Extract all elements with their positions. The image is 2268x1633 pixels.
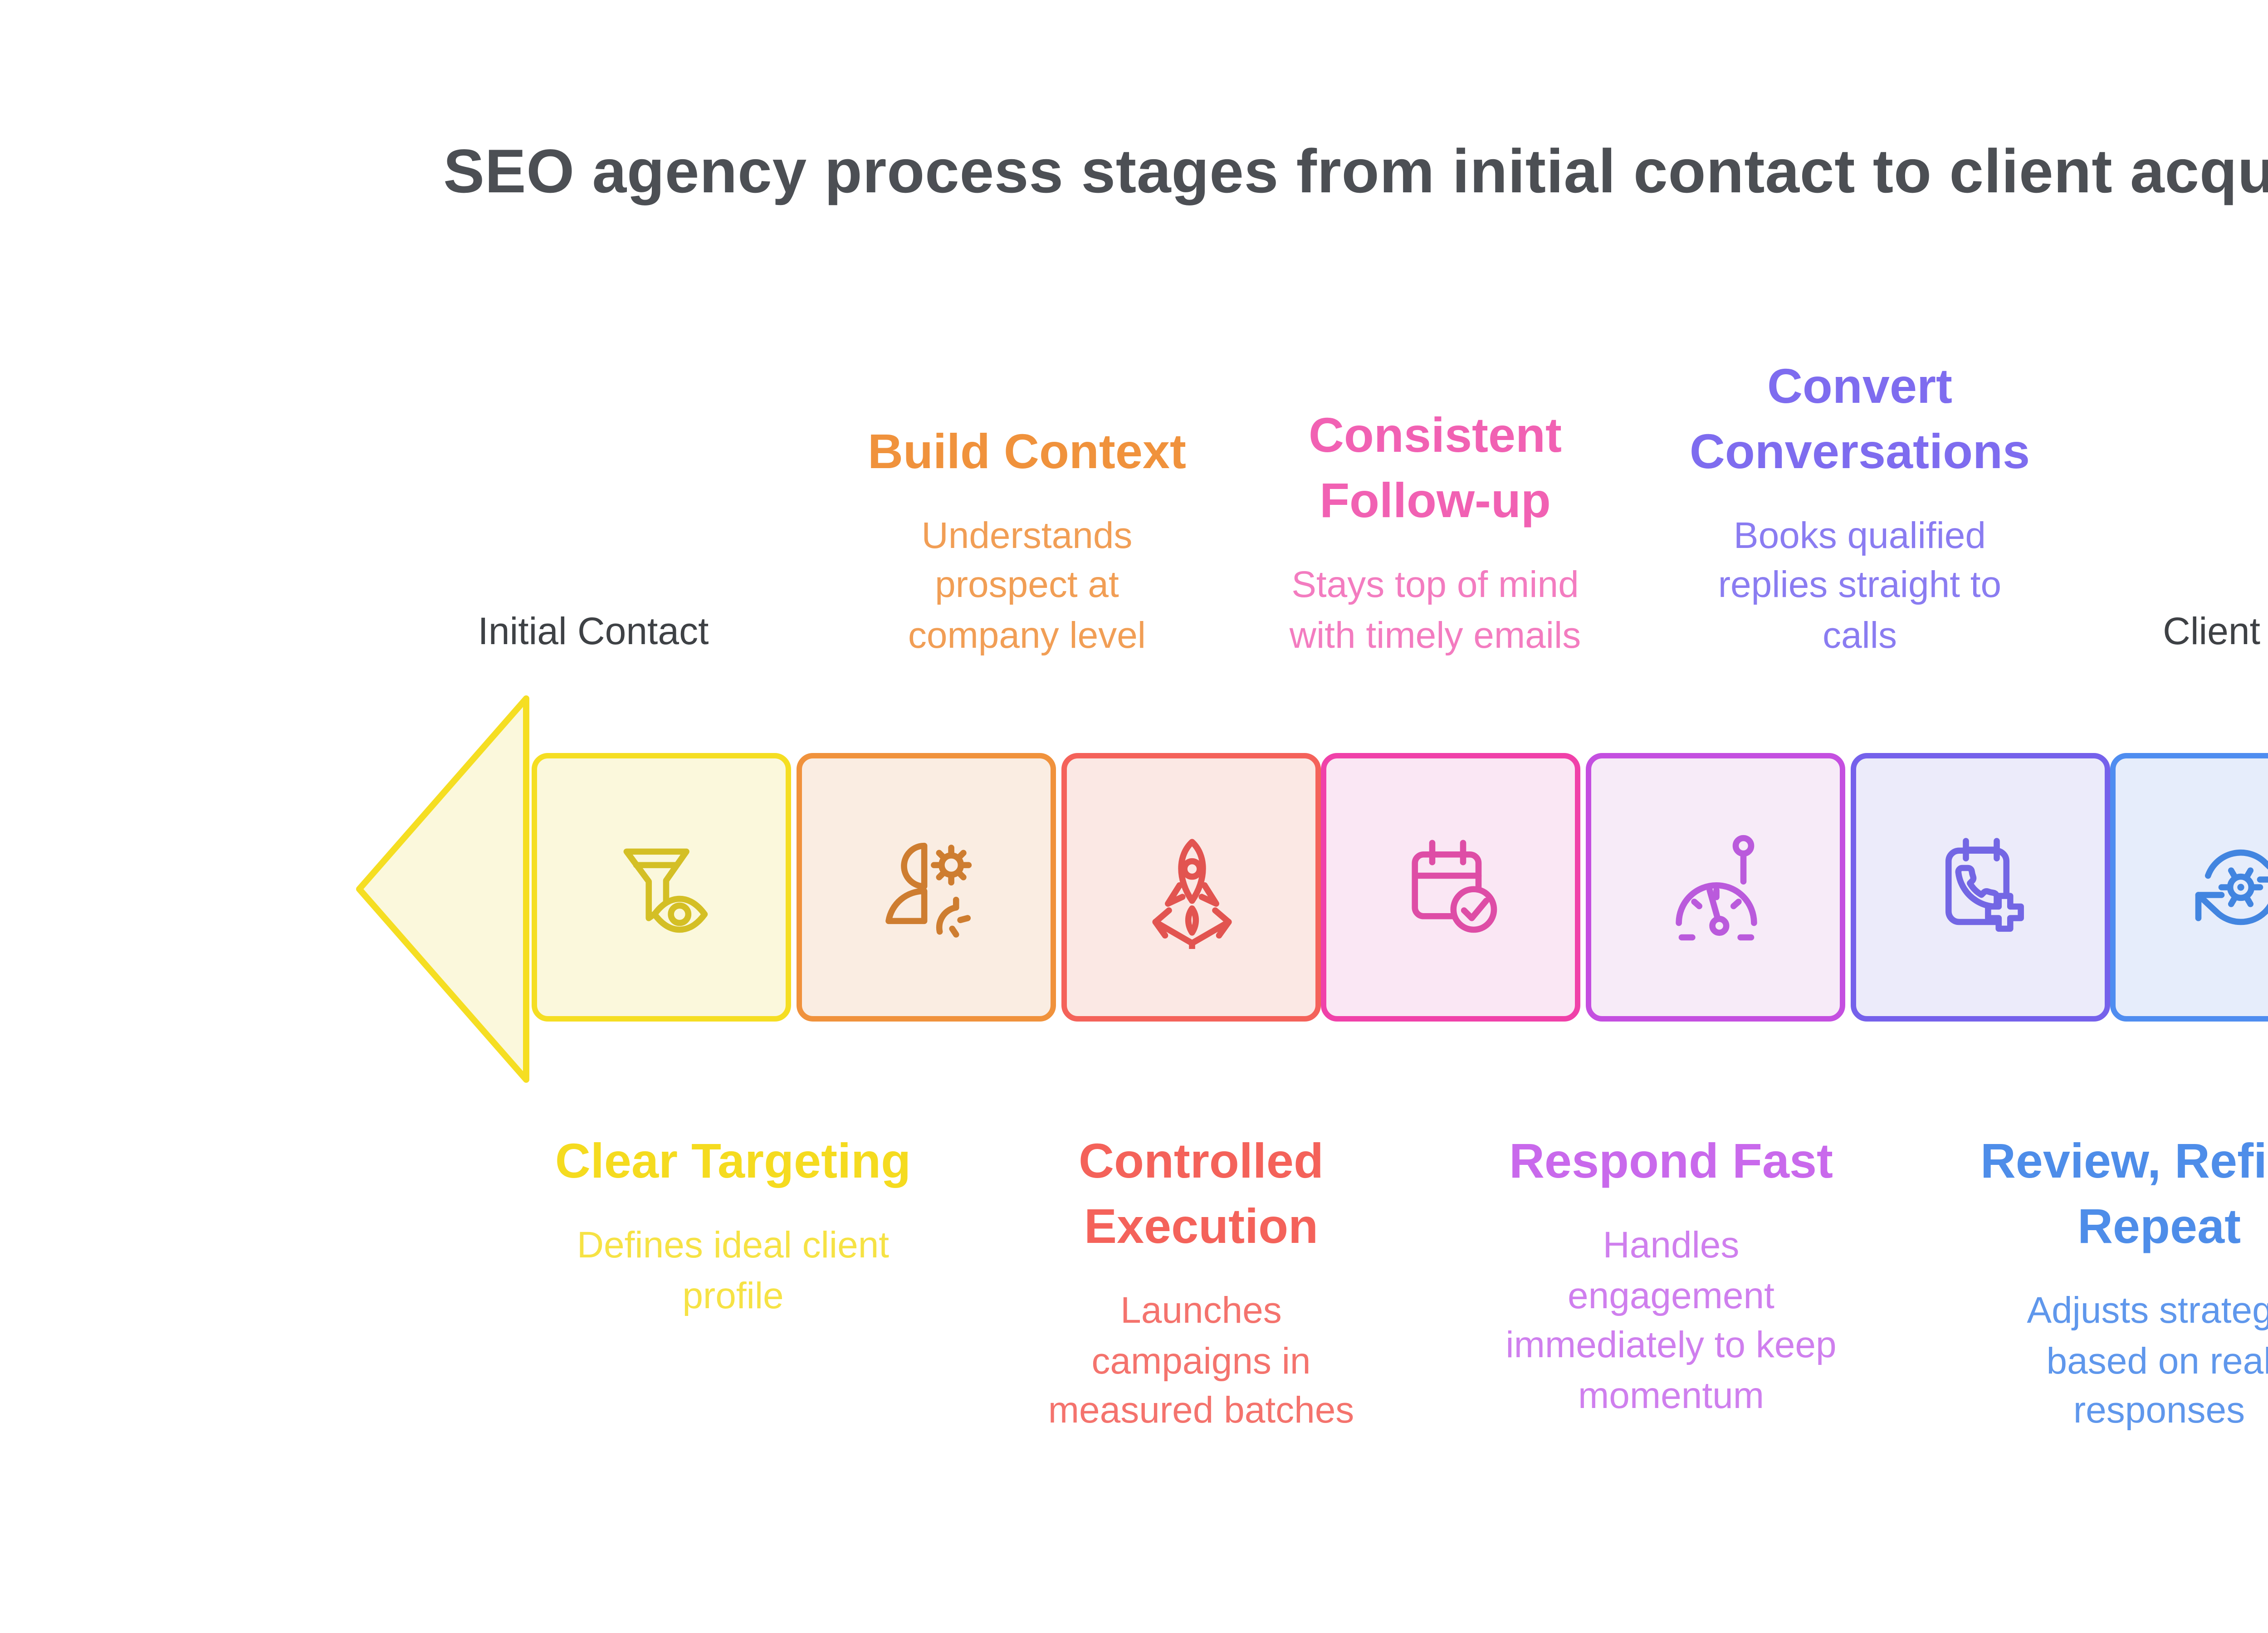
stage-description: Launches campaigns in measured batches bbox=[1048, 1290, 1354, 1432]
stage-box-clear-targeting bbox=[532, 753, 791, 1022]
stage-label-clear-targeting: Clear Targeting Defines ideal client pro… bbox=[524, 1129, 942, 1321]
endpoint-initial-contact-label: Initial Contact bbox=[478, 611, 709, 653]
person-gears-icon bbox=[885, 842, 971, 938]
speedometer-icon bbox=[1675, 835, 1756, 941]
stage-description: Defines ideal client profile bbox=[577, 1225, 890, 1316]
stage-heading: Respond Fast bbox=[1509, 1134, 1833, 1188]
rocket-launch-icon bbox=[1151, 839, 1231, 949]
calendar-check-icon bbox=[1411, 840, 1496, 933]
stage-heading: Consistent Follow-up bbox=[1308, 408, 1562, 528]
stage-label-consistent-follow-up: Consistent Follow-up Stays top of mind w… bbox=[1227, 403, 1644, 660]
funnel-eye-icon bbox=[622, 848, 707, 933]
stage-description: Adjusts strategy based on real responses bbox=[2027, 1290, 2268, 1432]
endpoint-client-acquisition-label: Client Acquisition bbox=[2163, 611, 2268, 653]
stage-label-respond-fast: Respond Fast Handles engagement immediat… bbox=[1462, 1129, 1880, 1421]
stage-box-consistent-follow-up bbox=[1321, 753, 1580, 1022]
stage-box-review-refine-repeat bbox=[2110, 753, 2268, 1022]
stage-heading: Controlled Execution bbox=[1079, 1134, 1324, 1254]
stage-label-convert-conversations: Convert Conversations Books qualified re… bbox=[1651, 353, 2068, 660]
stage-heading: Review, Refine, Repeat bbox=[1980, 1134, 2268, 1254]
refresh-gear-icon bbox=[2194, 849, 2268, 925]
phone-add-icon bbox=[1944, 838, 2023, 932]
stage-description: Understands prospect at company level bbox=[908, 514, 1146, 656]
stage-heading: Convert Conversations bbox=[1689, 358, 2030, 478]
stage-label-build-context: Build Context Understands prospect at co… bbox=[818, 418, 1236, 660]
stage-description: Handles engagement immediately to keep m… bbox=[1505, 1225, 1837, 1416]
stage-label-review-refine-repeat: Review, Refine, Repeat Adjusts strategy … bbox=[1950, 1129, 2268, 1436]
stage-description: Stays top of mind with timely emails bbox=[1289, 564, 1581, 656]
stage-box-respond-fast bbox=[1586, 753, 1845, 1022]
stage-description: Books qualified replies straight to call… bbox=[1718, 514, 2002, 656]
stage-heading: Clear Targeting bbox=[555, 1134, 911, 1188]
stage-box-controlled-execution bbox=[1061, 753, 1321, 1022]
stage-heading: Build Context bbox=[868, 424, 1186, 478]
left-arrowhead-shape bbox=[356, 695, 529, 1083]
page-title: SEO agency process stages from initial c… bbox=[443, 138, 2268, 207]
left-arrowhead bbox=[356, 695, 529, 1083]
stage-label-controlled-execution: Controlled Execution Launches campaigns … bbox=[992, 1129, 1410, 1436]
stage-box-convert-conversations bbox=[1851, 753, 2110, 1022]
stage-box-build-context bbox=[797, 753, 1056, 1022]
